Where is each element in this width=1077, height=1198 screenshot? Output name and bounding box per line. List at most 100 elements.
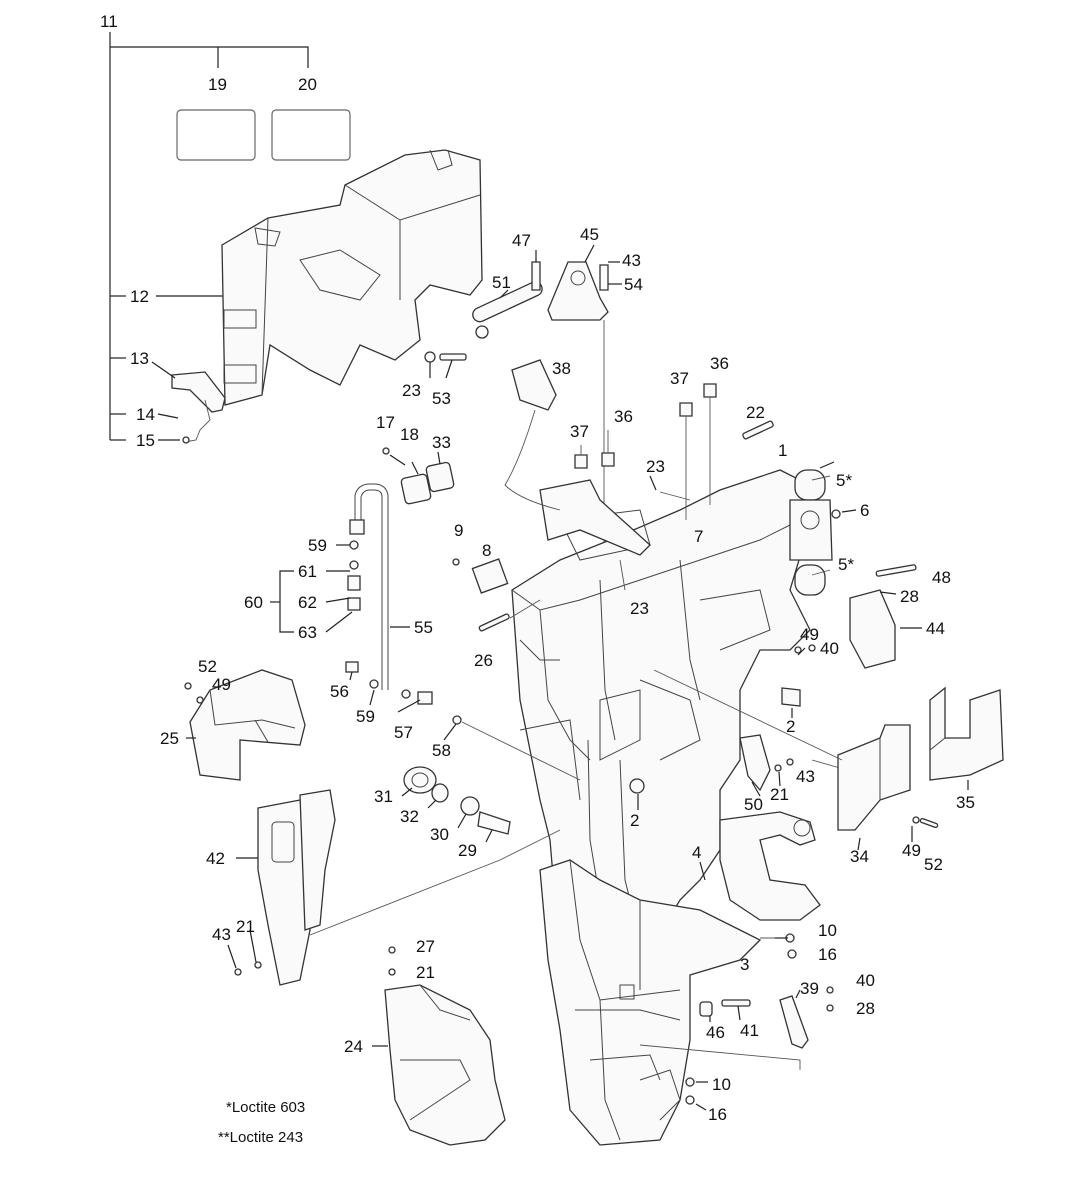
label-20: 20 [298,75,317,94]
label-36a: 36 [710,354,729,373]
label-31: 31 [374,787,393,806]
label-17: 17 [376,413,395,432]
label-25: 25 [160,729,179,748]
label-16a: 16 [818,945,837,964]
label-44: 44 [926,619,945,638]
guard-25 [184,669,306,781]
label-57: 57 [394,723,413,742]
label-15: 15 [136,431,155,450]
upper-cover-12 [221,149,483,406]
fittings-56-57-58 [345,661,581,781]
plate-42 [227,789,561,986]
label-49b: 49 [212,675,231,694]
label-54: 54 [624,275,643,294]
lower-arm-4 [699,811,821,921]
label-2b: 2 [630,811,639,830]
label-62: 62 [298,593,317,612]
callout-labels: 11 19 20 12 13 14 15 47 45 43 54 51 23 5… [100,12,975,1146]
label-53: 53 [432,389,451,408]
note-loctite-603: *Loctite 603 [226,1099,305,1116]
label-13: 13 [130,349,149,368]
hose-55 [349,483,410,690]
rotary-parts [401,766,511,843]
label-48: 48 [932,568,951,587]
label-52a: 52 [198,657,217,676]
label-47: 47 [512,231,531,250]
label-3: 3 [740,955,749,974]
label-38: 38 [552,359,571,378]
label-36b: 36 [614,407,633,426]
label-42: 42 [206,849,225,868]
small-parts-upper [382,359,774,632]
label-43a: 43 [622,251,641,270]
label-37b: 37 [570,422,589,441]
label-23a: 23 [402,381,421,400]
label-37a: 37 [670,369,689,388]
label-23c: 23 [630,599,649,618]
label-63: 63 [298,623,317,642]
label-4: 4 [692,843,701,862]
label-28b: 28 [856,999,875,1018]
label-32: 32 [400,807,419,826]
label-27: 27 [416,937,435,956]
label-29: 29 [458,841,477,860]
label-14: 14 [136,405,155,424]
label-5b: 5* [838,555,854,574]
cover-24 [372,946,506,1146]
label-7: 7 [694,527,703,546]
label-6: 6 [860,501,869,520]
label-40a: 40 [820,639,839,658]
label-34: 34 [850,847,869,866]
label-2a: 2 [786,717,795,736]
label-22: 22 [746,403,765,422]
label-12: 12 [130,287,149,306]
label-18: 18 [400,425,419,444]
label-49a: 49 [800,625,819,644]
label-58: 58 [432,741,451,760]
label-30: 30 [430,825,449,844]
label-28a: 28 [900,587,919,606]
main-frame-1 [511,469,833,971]
label-10b: 10 [712,1075,731,1094]
lower-right-parts [639,933,834,1111]
label-55: 55 [414,618,433,637]
label-43c: 43 [212,925,231,944]
pivot-group-45 [424,244,622,560]
label-49c: 49 [902,841,921,860]
label-16b: 16 [708,1105,727,1124]
label-10a: 10 [818,921,837,940]
label-56: 56 [330,682,349,701]
bracket-13 [151,361,226,444]
assembly-tree-11 [109,32,351,441]
decal-19 [176,109,256,161]
label-43b: 43 [796,767,815,786]
label-19: 19 [208,75,227,94]
label-45: 45 [580,225,599,244]
label-50: 50 [744,795,763,814]
decal-20 [271,109,351,161]
label-23b: 23 [646,457,665,476]
label-60: 60 [244,593,263,612]
label-61: 61 [298,562,317,581]
label-11: 11 [100,12,118,31]
label-21c: 21 [416,963,435,982]
label-59a: 59 [308,536,327,555]
label-33: 33 [432,433,451,452]
label-21a: 21 [770,785,789,804]
label-8: 8 [482,541,491,560]
label-41: 41 [740,1021,759,1040]
label-5a: 5* [836,471,852,490]
label-59b: 59 [356,707,375,726]
label-21b: 21 [236,917,255,936]
label-46: 46 [706,1023,725,1042]
label-1: 1 [778,441,787,460]
label-52b: 52 [924,855,943,874]
fitting-stack-60 [270,540,361,633]
label-24: 24 [344,1037,363,1056]
label-51: 51 [492,273,511,292]
label-40b: 40 [856,971,875,990]
note-loctite-243: **Loctite 243 [218,1129,303,1146]
label-9: 9 [454,521,463,540]
label-39: 39 [800,979,819,998]
